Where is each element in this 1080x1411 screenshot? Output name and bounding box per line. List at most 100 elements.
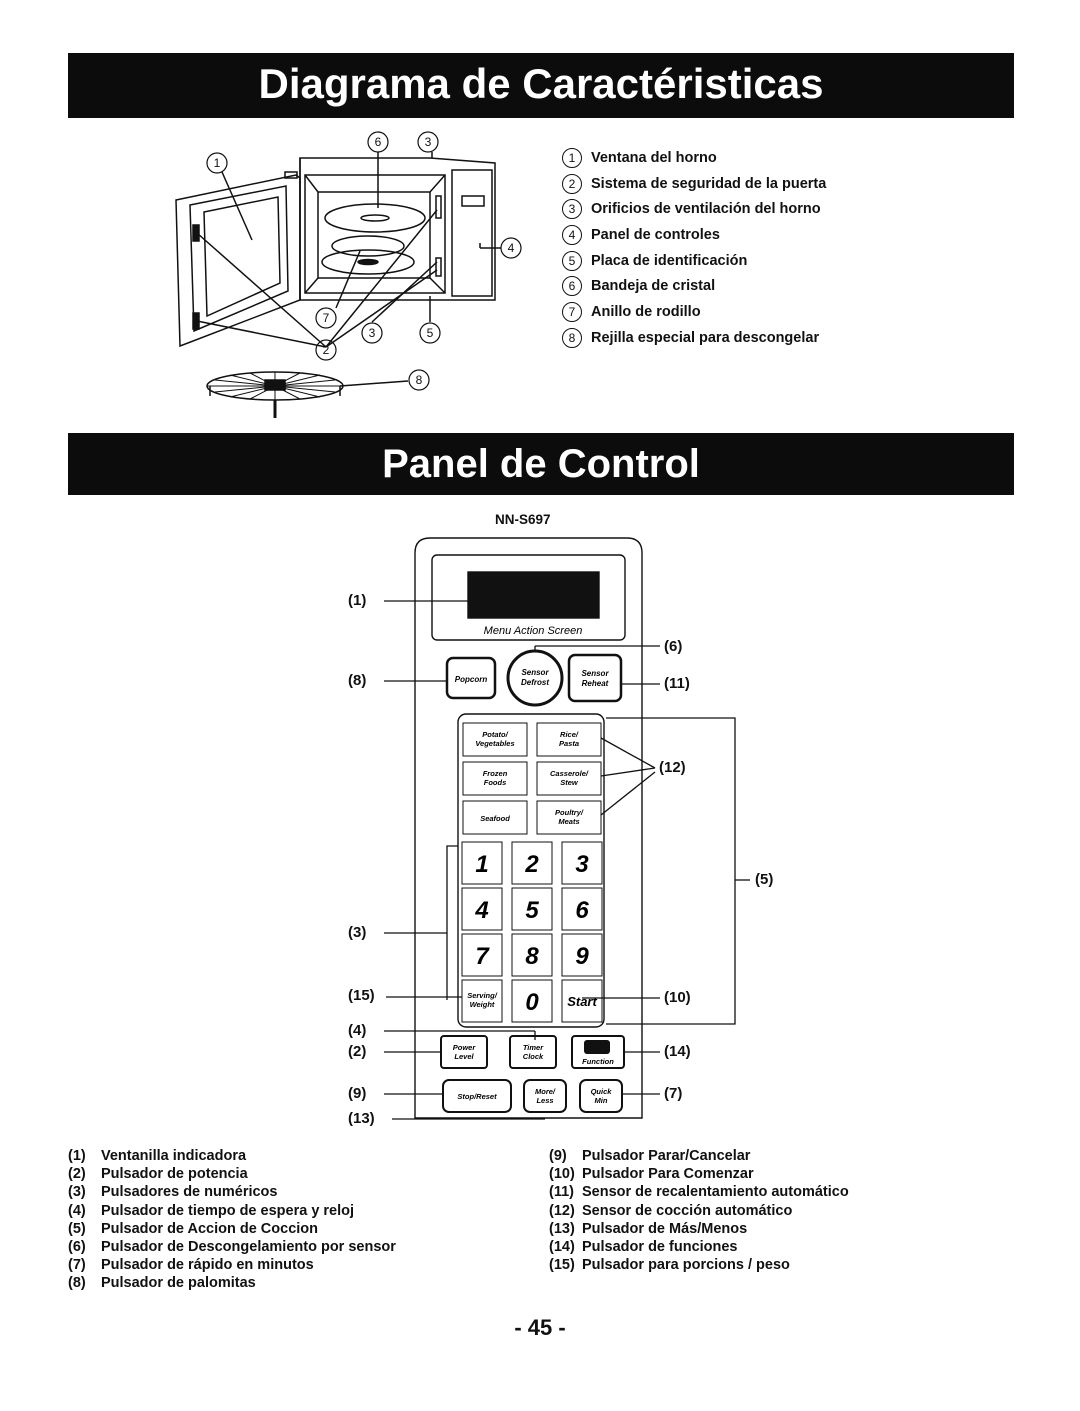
svg-text:Function: Function (582, 1057, 614, 1066)
function-button[interactable]: Function (571, 1035, 625, 1069)
svg-text:Level: Level (454, 1052, 474, 1061)
svg-text:Meats: Meats (558, 817, 579, 826)
svg-text:2: 2 (323, 343, 330, 357)
rice-pasta-button[interactable]: Rice/Pasta (536, 722, 602, 757)
legend-number: (12) (549, 1202, 575, 1219)
control-section-title: Panel de Control (68, 433, 1014, 495)
legend-item: (5)Pulsador de Accion de Coccion (68, 1220, 396, 1238)
svg-text:Foods: Foods (484, 778, 507, 787)
features-section-title: Diagrama de Caractéristicas (68, 53, 1014, 118)
legend-number: 5 (562, 250, 582, 271)
callout-12: (12) (659, 759, 686, 776)
callout-14: (14) (664, 1043, 691, 1060)
legend-label: Pulsador de funciones (582, 1239, 738, 1256)
svg-text:4: 4 (508, 241, 515, 255)
digit-4-button[interactable]: 4 (461, 887, 503, 931)
digit-3-button[interactable]: 3 (561, 841, 603, 885)
svg-text:Potato/: Potato/ (482, 730, 508, 739)
digit-0-button[interactable]: 0 (511, 979, 553, 1023)
legend-number: 6 (562, 276, 582, 297)
legend-number: (4) (68, 1202, 86, 1219)
potato-vegetables-button[interactable]: Potato/Vegetables (462, 722, 528, 757)
legend-number: 8 (562, 327, 582, 348)
legend-number: (1) (68, 1148, 86, 1164)
popcorn-button[interactable]: Popcorn (445, 656, 497, 700)
svg-text:Power: Power (453, 1043, 477, 1052)
legend-item: (13) Pulsador de Más/Menos (549, 1220, 849, 1238)
model-number: NN-S697 (495, 512, 551, 527)
control-panel-illustration: Menu Action Screen Popcorn Sensor Defros… (384, 537, 750, 1120)
legend-label: Bandeja de cristal (591, 278, 716, 295)
legend-label: Pulsador de Más/Menos (582, 1220, 748, 1237)
serving-weight-button[interactable]: Serving/ Weight (461, 979, 503, 1023)
legend-number: (15) (549, 1257, 575, 1274)
sensor-reheat-button[interactable]: Sensor Reheat (567, 653, 623, 703)
svg-text:8: 8 (525, 943, 539, 970)
svg-text:Popcorn: Popcorn (455, 675, 488, 684)
svg-text:6: 6 (575, 897, 589, 924)
digit-6-button[interactable]: 6 (561, 887, 603, 931)
legend-item: (8)Pulsador de palomitas (68, 1274, 396, 1292)
legend-number: (6) (68, 1239, 86, 1256)
callout-8: 8 (408, 369, 430, 391)
svg-text:Serving/: Serving/ (467, 991, 498, 1000)
control-legend-right: (9)Pulsador Parar/Cancelar (10)Pulsador … (549, 1147, 849, 1274)
more-less-button[interactable]: More/Less (523, 1079, 567, 1113)
legend-label: Pulsador de rápido en minutos (101, 1257, 314, 1274)
digit-1-button[interactable]: 1 (461, 841, 503, 885)
legend-label: Pulsador Parar/Cancelar (582, 1148, 751, 1164)
legend-label: Pulsador de tiempo de espera y reloj (101, 1202, 355, 1219)
svg-text:Weight: Weight (470, 1000, 495, 1009)
digit-5-button[interactable]: 5 (511, 887, 553, 931)
callout-15: (15) (348, 987, 375, 1004)
casserole-stew-button[interactable]: Casserole/Stew (536, 761, 602, 796)
legend-number: (13) (549, 1220, 575, 1237)
svg-text:Clock: Clock (523, 1052, 544, 1061)
digit-9-button[interactable]: 9 (561, 933, 603, 977)
legend-item: (1)Ventanilla indicadora (68, 1147, 396, 1165)
legend-item: 6 Bandeja de cristal (562, 273, 826, 299)
svg-text:1: 1 (475, 851, 488, 878)
legend-item: (7)Pulsador de rápido en minutos (68, 1256, 396, 1274)
start-button[interactable]: Start (561, 979, 603, 1023)
callout-1: (1) (348, 592, 367, 609)
page-number: - 45 - (514, 1315, 566, 1340)
digit-2-button[interactable]: 2 (511, 841, 553, 885)
legend-number: (2) (68, 1166, 86, 1183)
legend-number: (8) (68, 1275, 86, 1292)
svg-text:7: 7 (323, 311, 330, 325)
legend-item: (15)Pulsador para porcions / peso (549, 1256, 849, 1274)
digit-7-button[interactable]: 7 (461, 933, 503, 977)
callout-11: (11) (664, 675, 690, 692)
poultry-meats-button[interactable]: Poultry/Meats (536, 800, 602, 835)
stop-reset-button[interactable]: Stop/Reset (442, 1079, 512, 1113)
callout-10: (10) (664, 989, 691, 1006)
svg-text:Pasta: Pasta (559, 739, 579, 748)
legend-item: (14)Pulsador de funciones (549, 1238, 849, 1256)
legend-label: Pulsador de potencia (101, 1166, 248, 1183)
svg-text:Sensor: Sensor (521, 668, 549, 677)
svg-text:Timer: Timer (523, 1043, 544, 1052)
legend-label: Pulsador Para Comenzar (582, 1166, 754, 1183)
callout-5: (5) (755, 871, 774, 888)
legend-number: 4 (562, 224, 582, 245)
sensor-defrost-button[interactable]: Sensor Defrost (506, 649, 564, 707)
svg-text:Defrost: Defrost (521, 678, 549, 687)
digit-8-button[interactable]: 8 (511, 933, 553, 977)
seafood-button[interactable]: Seafood (462, 800, 528, 835)
callout-4: (4) (348, 1022, 367, 1039)
legend-label: Pulsador de Accion de Coccion (101, 1220, 319, 1237)
svg-text:6: 6 (375, 135, 382, 149)
svg-text:Less: Less (536, 1096, 553, 1105)
callout-7: (7) (664, 1085, 683, 1102)
microwave-illustration: 1 6 3 4 7 3 5 2 8 (175, 131, 522, 418)
callout-9: (9) (348, 1085, 367, 1102)
legend-item: (4) Pulsador de tiempo de espera y reloj (68, 1202, 396, 1220)
callout-3b: 3 (361, 322, 383, 344)
